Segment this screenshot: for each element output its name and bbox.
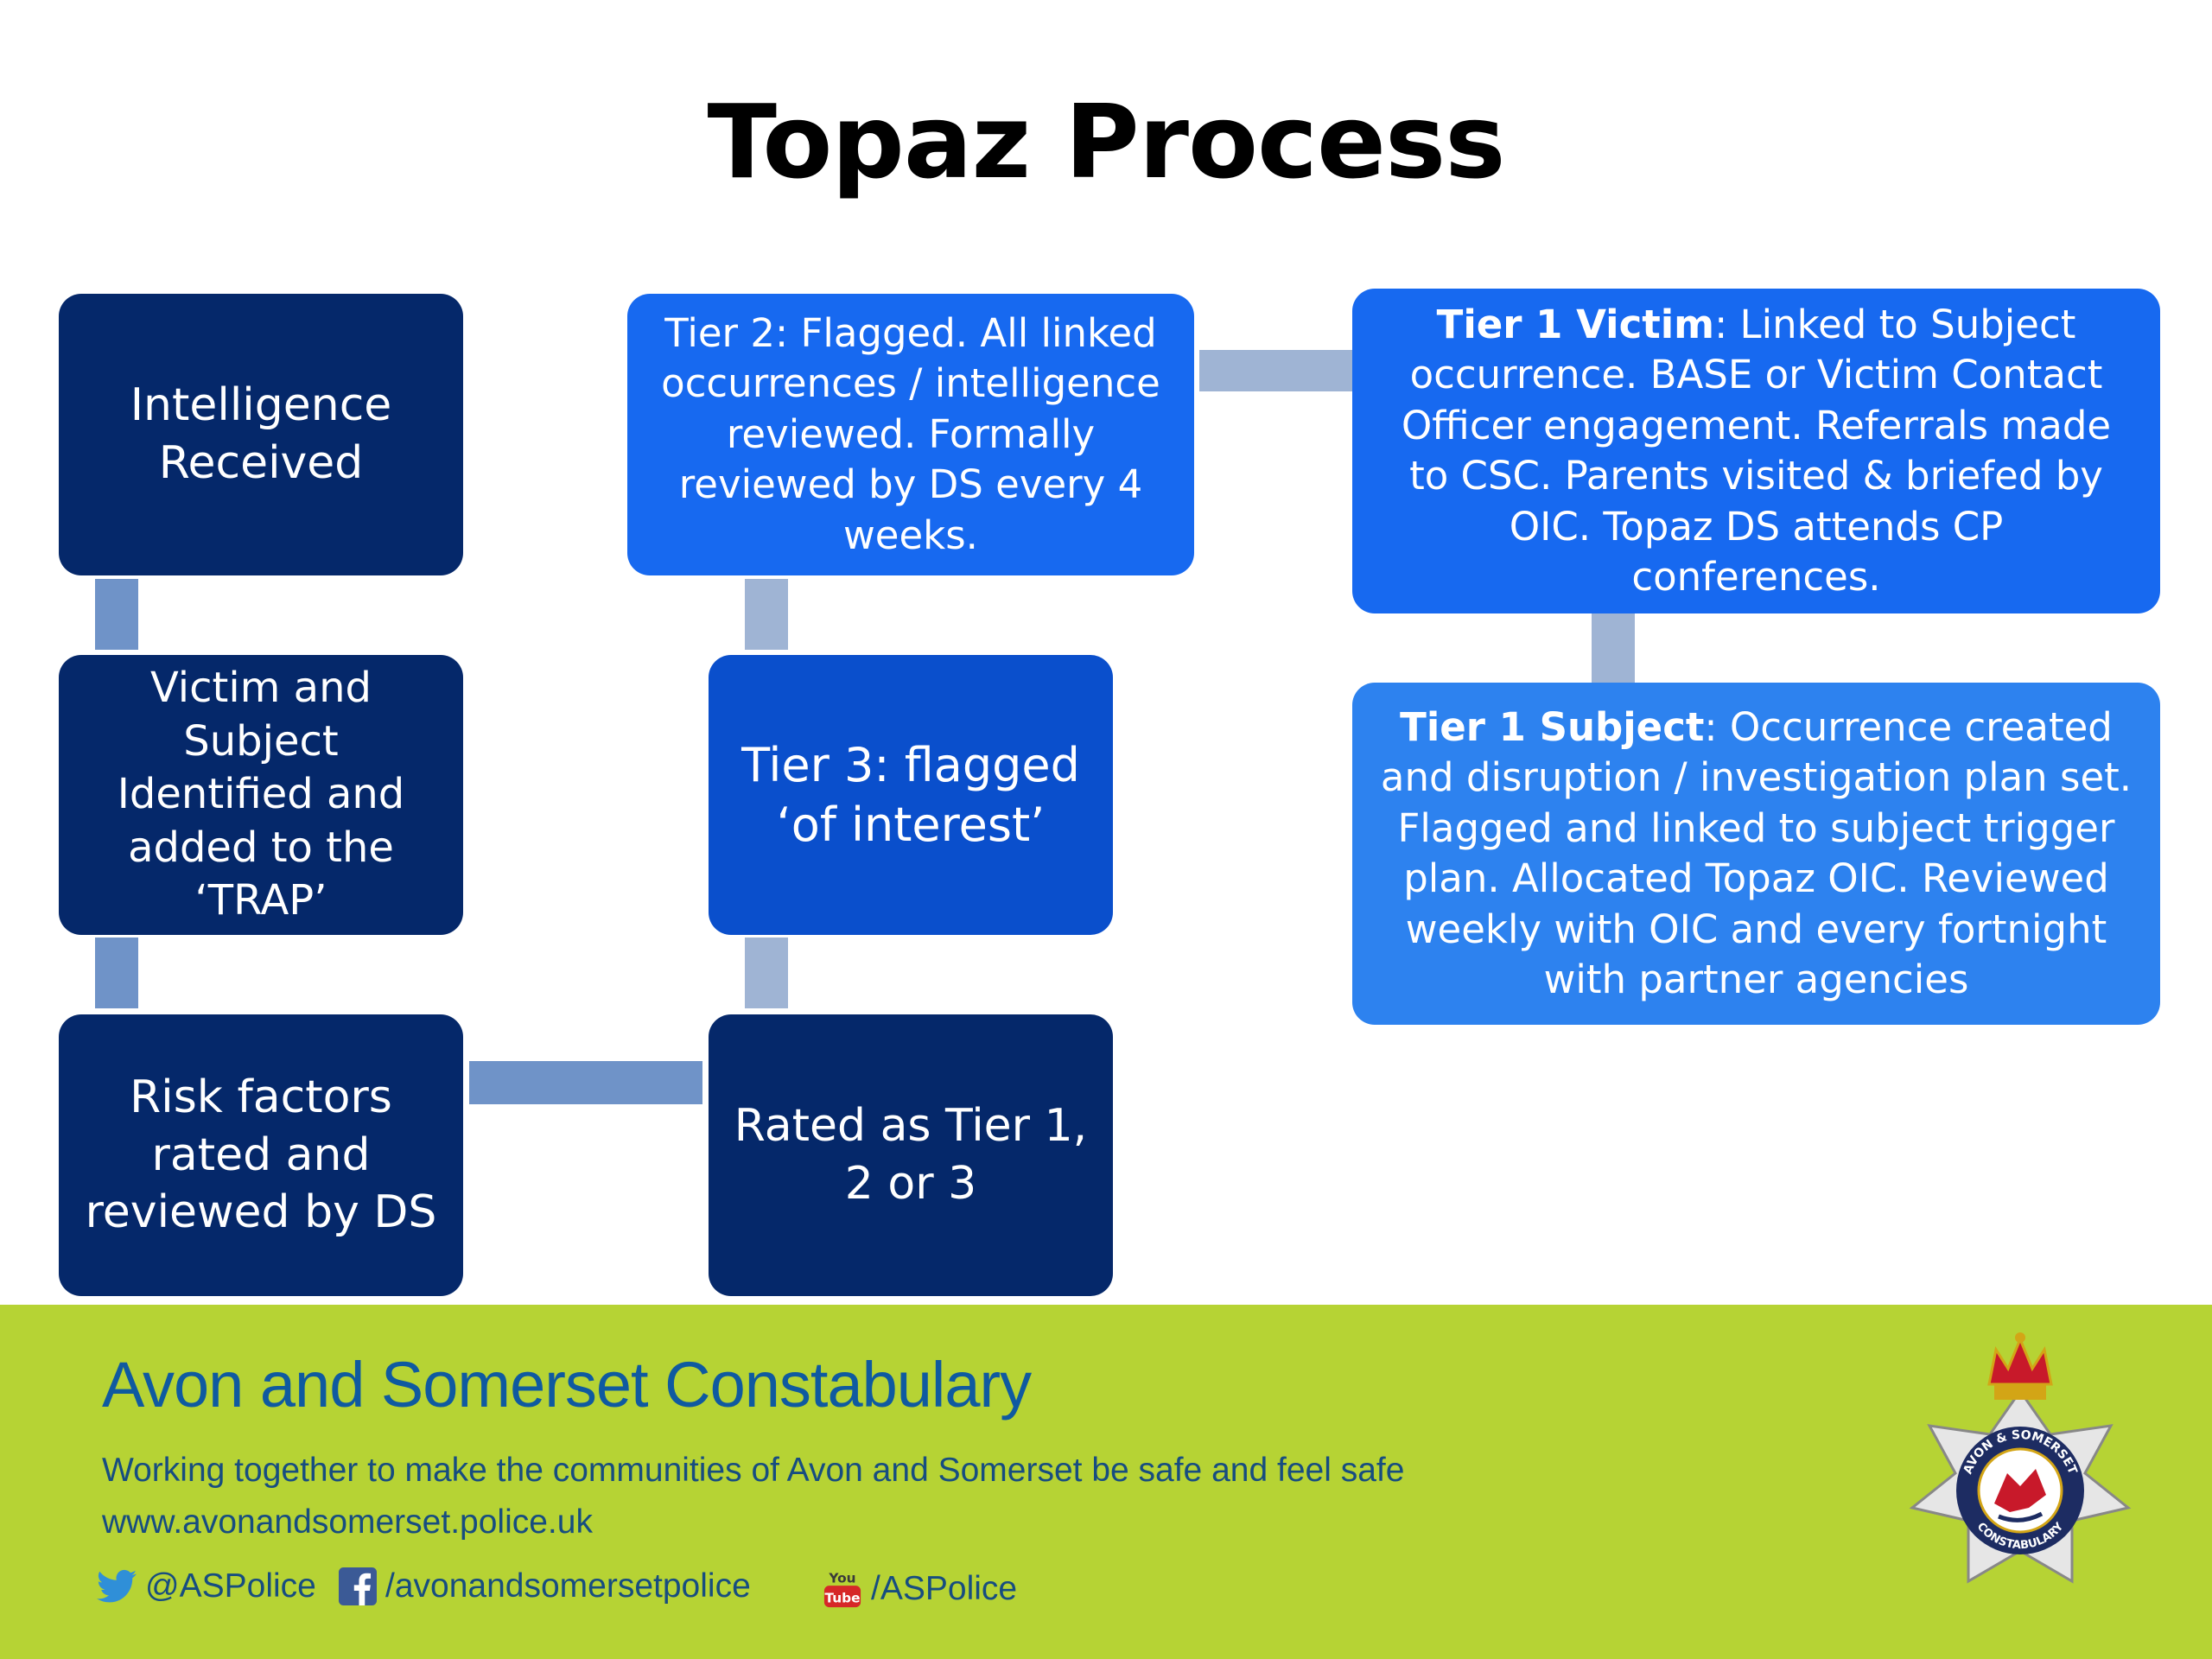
youtube-icon: You Tube — [823, 1570, 861, 1608]
twitter-handle: @ASPolice — [145, 1567, 316, 1605]
connector-intel-identified — [95, 579, 138, 650]
twitter-link[interactable]: @ASPolice — [97, 1567, 316, 1605]
youtube-icon-you: You — [828, 1570, 855, 1586]
crown-icon — [1987, 1332, 2053, 1400]
twitter-icon — [97, 1569, 137, 1603]
tier3-text: Tier 3: flagged ‘of interest’ — [741, 737, 1080, 852]
organisation-name: Avon and Somerset Constabulary — [102, 1349, 1032, 1421]
intelligence-received-box: Intelligence Received — [59, 294, 463, 575]
tier1-subject-text: : Occurrence created and disruption / in… — [1380, 703, 2133, 1003]
youtube-handle: /ASPolice — [871, 1570, 1018, 1607]
facebook-link[interactable]: /avonandsomersetpolice — [339, 1567, 751, 1605]
tier1-subject-box: Tier 1 Subject: Occurrence created and d… — [1352, 683, 2160, 1025]
footer-tagline: Working together to make the communities… — [102, 1452, 1405, 1489]
tier3-box: Tier 3: flagged ‘of interest’ — [709, 655, 1113, 935]
intelligence-received-text: Intelligence Received — [130, 379, 392, 489]
youtube-link[interactable]: You Tube /ASPolice — [823, 1567, 1017, 1611]
tier2-box: Tier 2: Flagged. All linked occurrences … — [627, 294, 1194, 575]
risk-factors-box: Risk factors rated and reviewed by DS — [59, 1014, 463, 1296]
tier1-subject-label: Tier 1 Subject — [1400, 703, 1705, 750]
risk-factors-text: Risk factors rated and reviewed by DS — [85, 1071, 437, 1239]
facebook-handle: /avonandsomersetpolice — [385, 1567, 751, 1605]
connector-tier1victim-tier1subject — [1592, 613, 1635, 683]
tier1-victim-box: Tier 1 Victim: Linked to Subject occurre… — [1352, 289, 2160, 613]
facebook-icon — [339, 1567, 377, 1605]
rated-tier-text: Rated as Tier 1, 2 or 3 — [734, 1100, 1088, 1210]
tier1-subject-content: Tier 1 Subject: Occurrence created and d… — [1381, 702, 2133, 1006]
victim-subject-identified-box: Victim and Subject Identified and added … — [59, 655, 463, 935]
connector-rated-tier3 — [745, 938, 788, 1008]
tier1-victim-label: Tier 1 Victim — [1436, 301, 1715, 347]
connector-identified-risk — [95, 938, 138, 1008]
tier2-text: Tier 2: Flagged. All linked occurrences … — [661, 309, 1160, 558]
tier1-victim-content: Tier 1 Victim: Linked to Subject occurre… — [1385, 300, 2128, 603]
page-title: Topaz Process — [707, 82, 1506, 201]
footer-website-link[interactable]: www.avonandsomerset.police.uk — [102, 1503, 593, 1541]
tier1-victim-text: : Linked to Subject occurrence. BASE or … — [1401, 301, 2112, 601]
connector-risk-rated — [469, 1061, 702, 1104]
police-crest-icon: AVON & SOMERSET CONSTABULARY — [1909, 1332, 2132, 1584]
connector-tier2-tier1victim — [1199, 350, 1355, 391]
rated-tier-box: Rated as Tier 1, 2 or 3 — [709, 1014, 1113, 1296]
youtube-icon-tube: Tube — [824, 1590, 860, 1605]
victim-subject-identified-text: Victim and Subject Identified and added … — [117, 664, 405, 925]
connector-tier3-tier2 — [745, 579, 788, 650]
